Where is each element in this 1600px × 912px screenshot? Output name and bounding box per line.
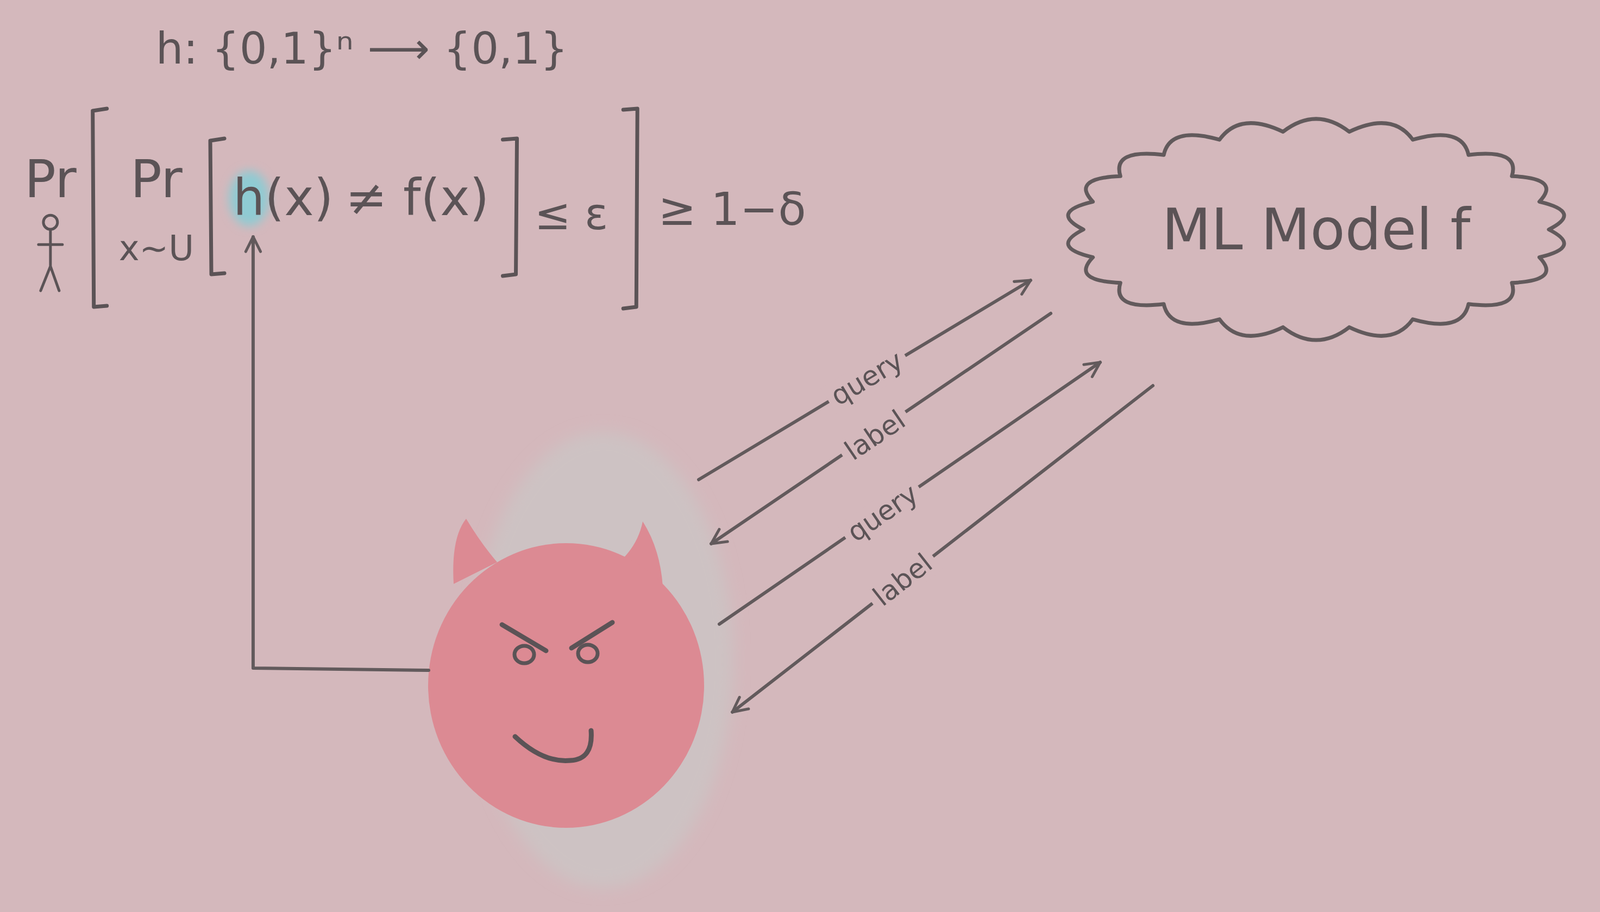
function-signature: h: {0,1}ⁿ ⟶ {0,1} — [155, 23, 569, 74]
query-arrow — [698, 280, 1031, 480]
node-label: ML Model f — [1161, 196, 1471, 263]
stick-figure — [38, 229, 63, 291]
confidence-bound: ≥ 1−δ — [657, 183, 806, 236]
label-arrow — [732, 385, 1153, 713]
devil-face — [428, 543, 705, 828]
devil-smile — [515, 730, 592, 761]
bracket — [210, 138, 225, 275]
arrow-label: query — [837, 475, 929, 552]
model-cloud: ML Model f — [1050, 102, 1582, 357]
cloud-border — [1068, 118, 1565, 341]
query-arrow — [719, 362, 1101, 625]
stick-figure-head — [43, 215, 58, 230]
arrow-label: label — [835, 401, 916, 470]
error-bound: ≤ ε — [534, 189, 609, 240]
bracket — [92, 108, 108, 307]
probability-symbol: Pr — [130, 149, 183, 210]
hypothesis-term: h(x) — [233, 169, 334, 228]
bracket — [623, 108, 638, 309]
probability-symbol: Pr — [24, 149, 77, 210]
bracket — [503, 138, 518, 276]
inequality-term: ≠ f(x) — [345, 169, 490, 228]
arrow-label: label — [863, 544, 943, 617]
devil-eye — [514, 645, 535, 664]
output-arrow — [253, 236, 429, 671]
distribution-subscript: x∼U — [118, 228, 194, 269]
devil-eye — [578, 644, 598, 663]
